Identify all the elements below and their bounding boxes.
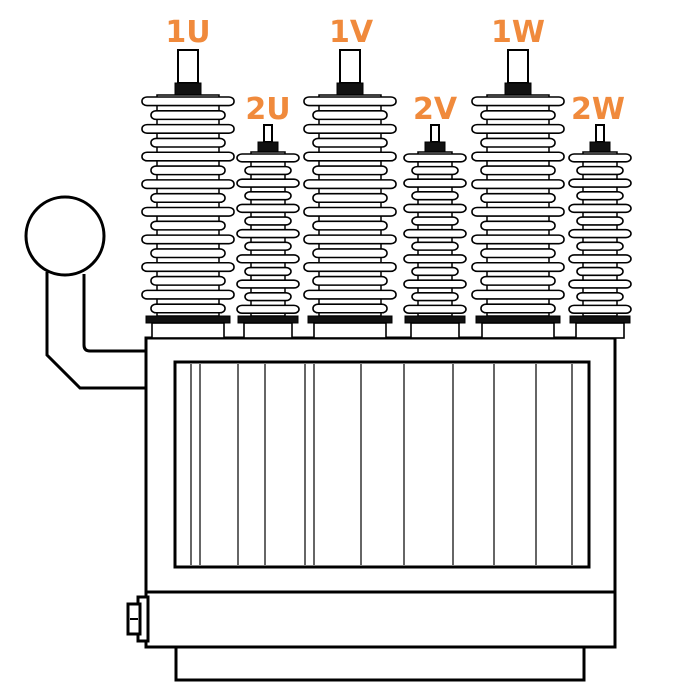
bushings-group (141, 49, 632, 339)
terminal-rod-2v (430, 124, 440, 143)
terminal-rod-1w (507, 49, 529, 84)
bushing-cap-1w (504, 82, 532, 96)
bushing-1v (303, 49, 397, 339)
tank-base (174, 645, 586, 682)
terminal-label-2v: 2V (413, 92, 458, 127)
conservator-gauge (24, 195, 106, 277)
bushing-cap-1v (336, 82, 364, 96)
bushing-cap-1u (174, 82, 202, 96)
terminal-rod-2u (263, 124, 273, 143)
bushing-1u (141, 49, 235, 339)
terminal-label-2w: 2W (571, 92, 625, 127)
bushing-1w (471, 49, 565, 339)
conservator-pipe-inner (82, 274, 146, 353)
tank-lower-section (144, 590, 617, 649)
conservator-pipe-outer (45, 272, 146, 390)
radiator-fins (190, 364, 573, 565)
radiator-panel (173, 360, 591, 569)
bushing-cap-2w (589, 141, 611, 153)
conservator-assembly (24, 195, 146, 390)
terminal-label-2u: 2U (245, 92, 290, 127)
bushing-2v (403, 124, 467, 339)
drain-valve (126, 595, 150, 643)
terminal-rod-2w (595, 124, 605, 143)
terminal-rod-1v (339, 49, 361, 84)
terminal-label-1w: 1W (491, 15, 545, 50)
terminal-rod-1u (177, 49, 199, 84)
bushing-cap-2v (424, 141, 446, 153)
bushing-2w (568, 124, 632, 339)
terminal-label-1u: 1U (165, 15, 210, 50)
terminal-label-1v: 1V (329, 15, 374, 50)
transformer-tank (126, 336, 617, 682)
bushing-cap-2u (257, 141, 279, 153)
bushing-2u (236, 124, 300, 339)
